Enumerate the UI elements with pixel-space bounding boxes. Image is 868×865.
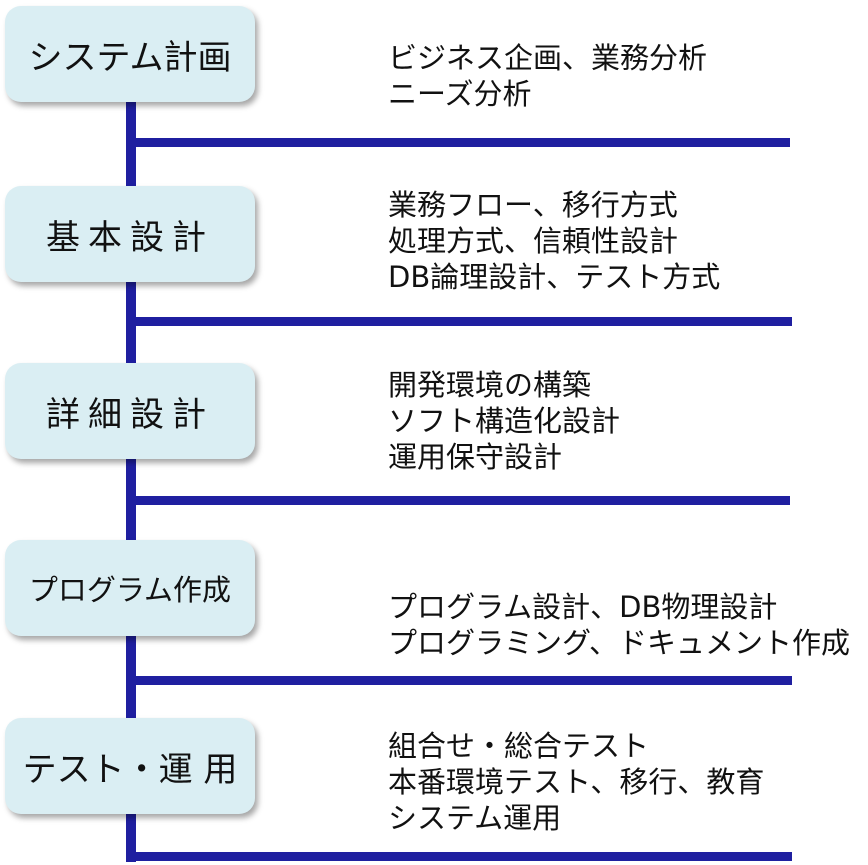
branch-line-2 [126, 317, 792, 326]
detail-line: システム運用 [388, 801, 562, 835]
phase-box-basic-design: 基本設計 [5, 186, 255, 282]
detail-line: DB論理設計、テスト方式 [388, 260, 721, 294]
branch-line-5 [126, 852, 792, 861]
phase-box-detailed-design: 詳細設計 [5, 363, 255, 459]
detail-line: プログラミング、ドキュメント作成 [388, 626, 850, 660]
branch-line-1 [126, 138, 790, 147]
branch-line-4 [126, 676, 792, 685]
detail-line: 組合せ・総合テスト [388, 729, 650, 763]
detail-line: ソフト構造化設計 [388, 404, 621, 438]
detail-line: 処理方式、信頼性設計 [388, 224, 679, 258]
detail-line: ビジネス企画、業務分析 [388, 41, 708, 75]
phase-details-detailed-design: 開発環境の構築 ソフト構造化設計 運用保守設計 [388, 367, 620, 475]
phase-details-basic-design: 業務フロー、移行方式 処理方式、信頼性設計 DB論理設計、テスト方式 [388, 187, 720, 295]
phase-box-test-operation: テスト・運 用 [5, 718, 255, 814]
phase-details-programming: プログラム設計、DB物理設計 プログラミング、ドキュメント作成 [388, 589, 850, 661]
phase-label: テスト・運 用 [22, 749, 238, 790]
phase-box-system-planning: システム計画 [5, 6, 255, 102]
phase-details-system-planning: ビジネス企画、業務分析 ニーズ分析 [388, 40, 707, 112]
detail-line: ニーズ分析 [388, 77, 532, 111]
detail-line: 本番環境テスト、移行、教育 [388, 765, 765, 799]
detail-line: 開発環境の構築 [388, 368, 592, 402]
branch-line-3 [126, 496, 790, 505]
phase-details-test-operation: 組合せ・総合テスト 本番環境テスト、移行、教育 システム運用 [388, 728, 764, 836]
detail-line: 運用保守設計 [388, 440, 563, 474]
phase-label: 詳細設計 [46, 394, 214, 435]
phase-label: システム計画 [28, 37, 232, 78]
phase-box-programming: プログラム作成 [5, 540, 255, 636]
detail-line: 業務フロー、移行方式 [388, 188, 678, 222]
phase-label: プログラム作成 [28, 573, 232, 607]
detail-line: プログラム設計、DB物理設計 [388, 590, 778, 624]
timeline-spine [126, 100, 136, 862]
phase-label: 基本設計 [46, 217, 214, 258]
